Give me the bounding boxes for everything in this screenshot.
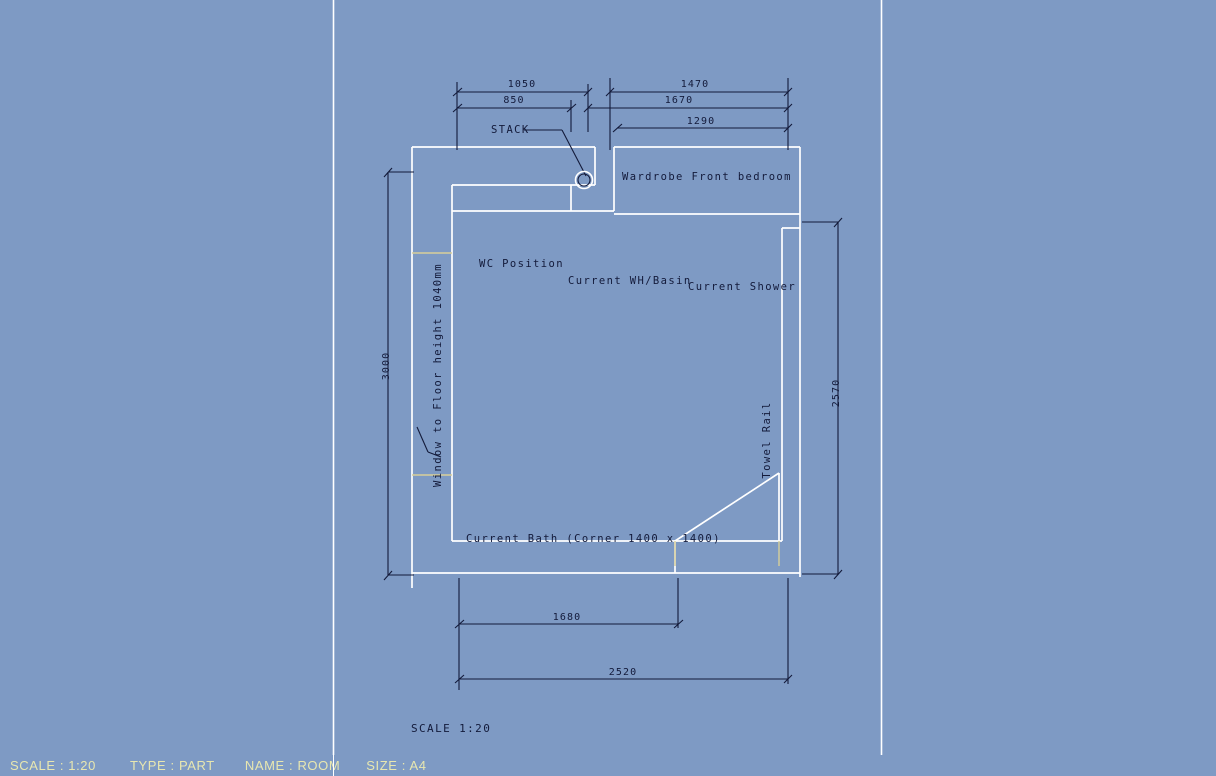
sheet-border bbox=[332, 0, 883, 776]
stack-leader bbox=[524, 129, 587, 177]
dimension-top-inner-right: 1670 bbox=[665, 95, 693, 106]
window-leader bbox=[416, 426, 442, 458]
label-current-bath: Current Bath (Corner 1400 x 1400) bbox=[466, 533, 721, 545]
dimension-bottom-inner: 1680 bbox=[553, 612, 581, 623]
label-scale-note: SCALE 1:20 bbox=[411, 722, 491, 735]
dimension-right-vertical: 2570 bbox=[831, 379, 842, 407]
label-stack: STACK bbox=[491, 124, 530, 136]
dimension-top-third-right: 1290 bbox=[687, 116, 715, 127]
floor-plan-walls bbox=[411, 146, 801, 588]
status-size: SIZE : A4 bbox=[366, 758, 427, 773]
status-type: TYPE : PART bbox=[129, 758, 215, 773]
dimension-top-inner-left: 850 bbox=[503, 95, 524, 106]
label-towel-rail: Towel Rail bbox=[761, 401, 773, 478]
label-wc-position: WC Position bbox=[479, 258, 564, 270]
label-window-height: Window to Floor height 1040mm bbox=[432, 263, 444, 487]
stack-symbol-outer bbox=[574, 170, 594, 190]
label-wardrobe: Wardrobe Front bedroom bbox=[622, 171, 792, 183]
status-scale: SCALE : 1:20 bbox=[10, 758, 96, 773]
dimension-left-vertical: 3000 bbox=[381, 352, 392, 380]
bath-floor-marks bbox=[674, 541, 780, 566]
label-current-shower: Current Shower bbox=[688, 281, 796, 293]
dimension-top-outer-left: 1050 bbox=[508, 79, 536, 90]
dimension-lines bbox=[383, 78, 843, 690]
status-bar: SCALE : 1:20 TYPE : PART NAME : ROOM SIZ… bbox=[0, 755, 1216, 776]
dimension-top-outer-right: 1470 bbox=[681, 79, 709, 90]
stack-symbol-inner bbox=[577, 173, 591, 187]
dimension-bottom-outer: 2520 bbox=[609, 667, 637, 678]
label-current-basin: Current WH/Basin bbox=[568, 275, 692, 287]
status-name: NAME : ROOM bbox=[244, 758, 341, 773]
sheet-border-caret bbox=[333, 755, 334, 776]
window-opening bbox=[412, 252, 452, 476]
